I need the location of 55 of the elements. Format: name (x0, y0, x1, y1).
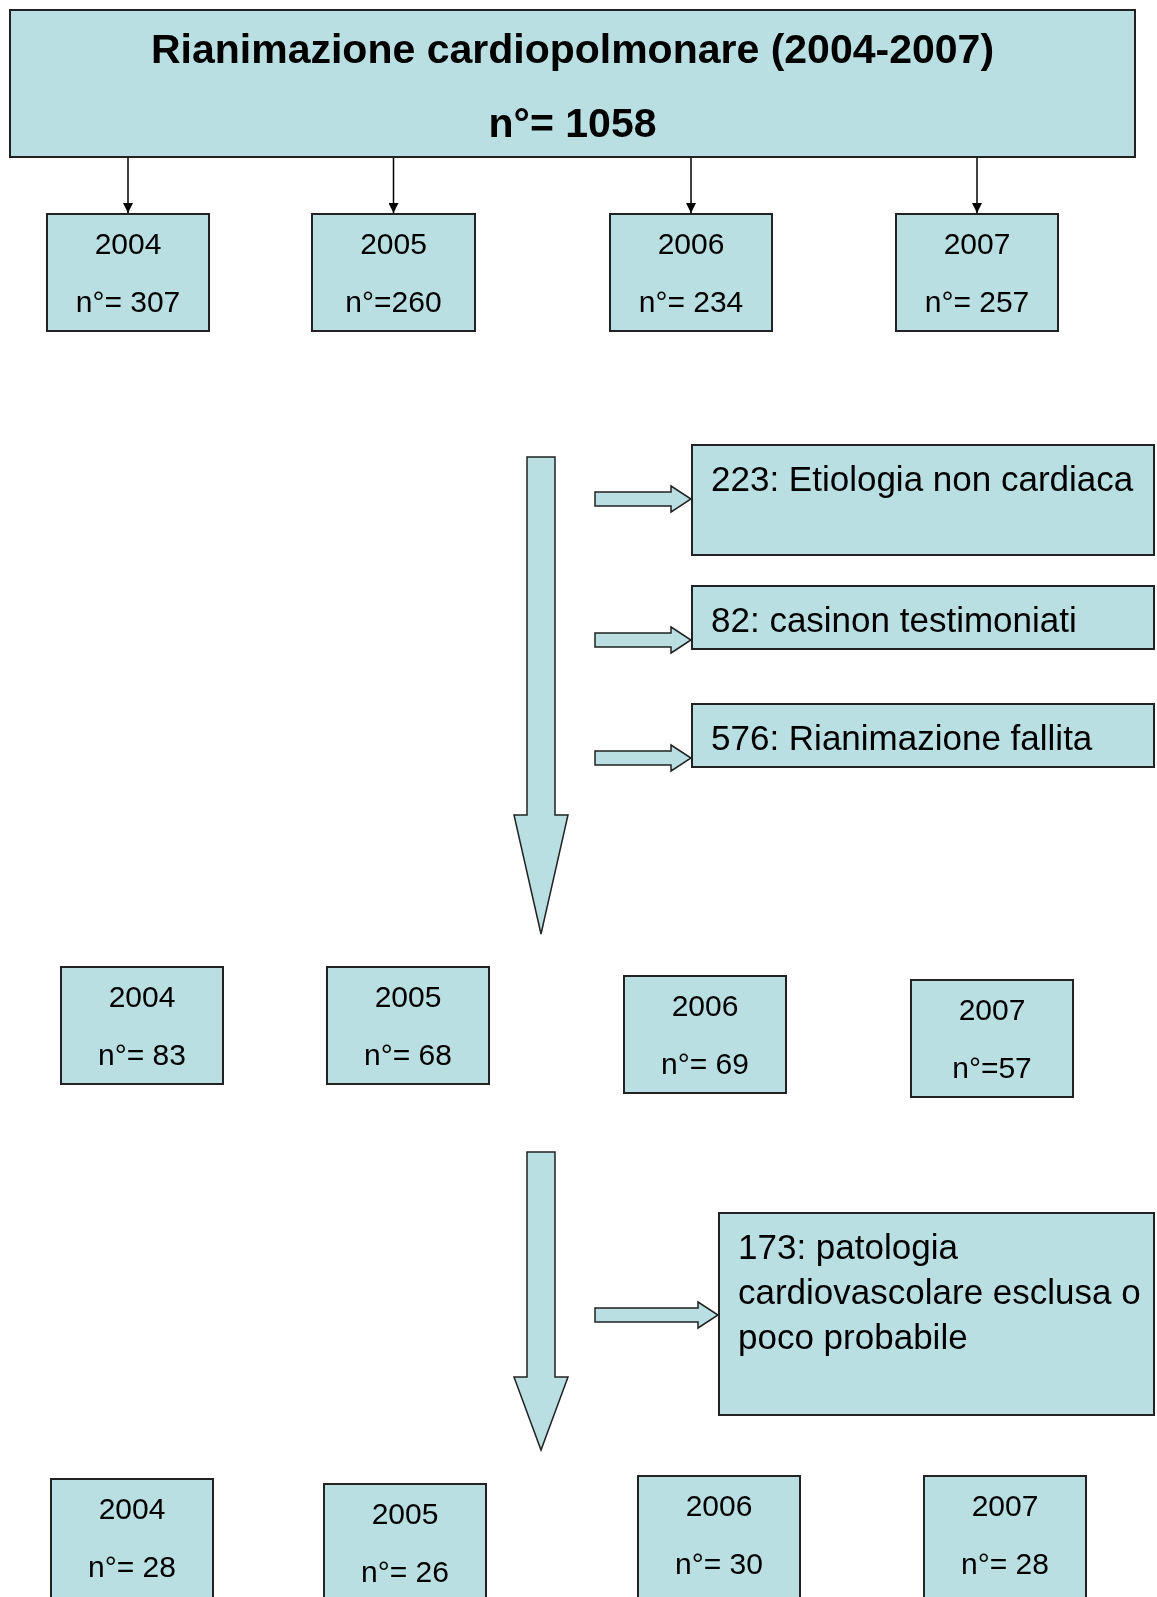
count-label: n°= 307 (75, 284, 181, 320)
count-label: n°= 28 (961, 1546, 1049, 1582)
exclusion-text: 173: patologia cardiovascolare esclusa o poco probabile (738, 1226, 1142, 1358)
year-box (637, 1475, 801, 1597)
year-box (326, 966, 490, 1085)
year-box (50, 1478, 214, 1597)
count-label: n°=260 (345, 284, 442, 320)
block-arrow (594, 625, 693, 655)
count-label: n°= 28 (88, 1549, 176, 1585)
year-box (323, 1483, 487, 1597)
year-label: 2004 (98, 1491, 166, 1527)
arrow (388, 157, 399, 214)
year-box (623, 975, 787, 1094)
year-label: 2005 (374, 979, 442, 1015)
block-arrow (594, 743, 693, 773)
year-label: 2006 (671, 988, 739, 1024)
year-box (910, 979, 1074, 1098)
count-label: n°= 83 (98, 1037, 186, 1073)
year-label: 2005 (360, 226, 427, 262)
year-label: 2006 (657, 226, 725, 262)
exclusion-box (691, 585, 1155, 650)
exclusion-box (718, 1212, 1155, 1416)
title-box (9, 9, 1136, 158)
exclusion-text: 223: Etiologia non cardiaca (711, 458, 1134, 500)
year-label: 2007 (943, 226, 1011, 262)
exclusion-text: 82: casinon testimoniati (711, 599, 1077, 641)
count-text: n°= 1058 (488, 99, 657, 148)
count-label: n°= 26 (361, 1554, 449, 1590)
year-label: 2007 (971, 1488, 1039, 1524)
exclusion-text: 576: Rianimazione fallita (711, 717, 1093, 759)
year-box (609, 213, 773, 332)
count-label: n°= 68 (364, 1037, 452, 1073)
year-label: 2007 (958, 992, 1026, 1028)
year-box (895, 213, 1059, 332)
year-label: 2004 (94, 226, 162, 262)
arrow (686, 157, 696, 214)
block-arrow (594, 484, 693, 514)
arrow (123, 157, 133, 214)
count-label: n°=57 (952, 1050, 1032, 1086)
count-label: n°= 30 (675, 1546, 763, 1582)
count-label: n°= 257 (924, 284, 1030, 320)
count-label: n°= 69 (661, 1046, 749, 1082)
year-box (60, 966, 224, 1085)
exclusion-box (691, 444, 1155, 556)
title-text: Rianimazione cardiopolmonare (2004-2007) (150, 25, 995, 74)
year-box (923, 1475, 1087, 1597)
count-label: n°= 234 (638, 284, 744, 320)
exclusion-box (691, 703, 1155, 768)
year-box (311, 213, 476, 332)
year-label: 2004 (108, 979, 176, 1015)
year-box (46, 213, 210, 332)
year-label: 2006 (685, 1488, 753, 1524)
arrow (972, 157, 982, 214)
block-arrow (594, 1300, 720, 1330)
year-label: 2005 (371, 1496, 439, 1532)
